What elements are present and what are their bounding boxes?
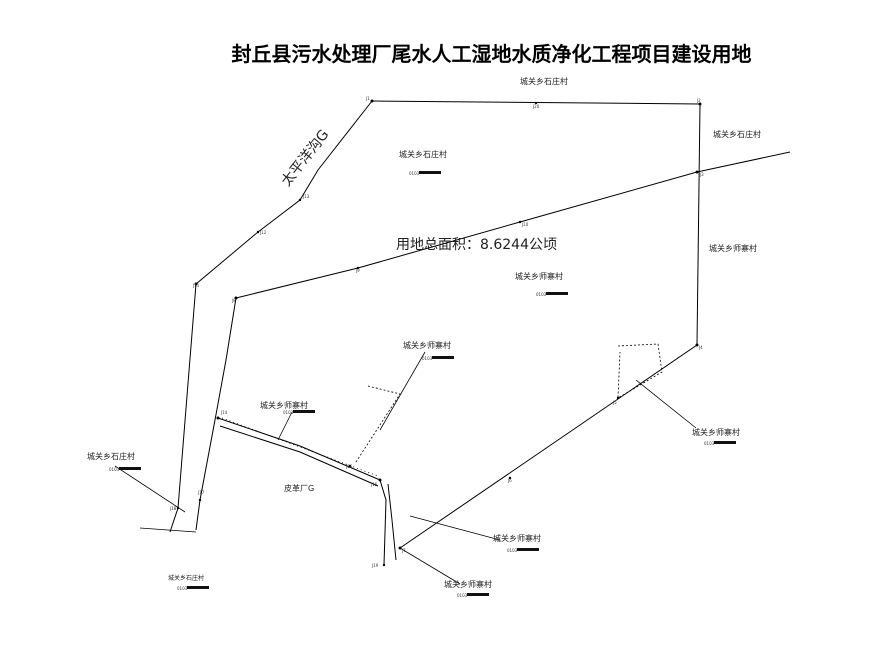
- parcel-code: 0103: [283, 410, 294, 415]
- point-marker: [695, 170, 699, 174]
- point-label: J13: [302, 194, 310, 199]
- point-marker: [698, 102, 702, 106]
- subparcel-center: [355, 385, 401, 463]
- point-marker: [256, 230, 260, 234]
- village-label-bottom-left: 城关乡石庄村: [168, 574, 204, 582]
- redaction-bar: [467, 593, 489, 596]
- point-marker: [216, 416, 220, 420]
- boundary-inner-west: [195, 297, 237, 531]
- point-label: J8: [231, 298, 236, 303]
- road-taipingyang: [169, 100, 373, 533]
- redaction-bar: [293, 410, 315, 413]
- leader-lines: [114, 351, 697, 585]
- parcel-code: 0103: [704, 441, 715, 446]
- boundary-factory-east-2: [387, 483, 397, 561]
- village-label-bottom: 城关乡师寨村: [444, 579, 492, 589]
- village-label-top: 城关乡石庄村: [520, 76, 568, 86]
- point-label: J1: [365, 96, 370, 101]
- village-label-inner-shizhuang: 城关乡石庄村: [399, 149, 447, 159]
- boundary-inner-north: [235, 151, 791, 299]
- point-label: J14: [220, 410, 228, 415]
- point-label: J2: [696, 98, 701, 103]
- village-label-left: 城关乡石庄村: [87, 451, 135, 461]
- point-label: J10: [521, 222, 529, 227]
- map-title: 封丘县污水处理厂尾水人工湿地水质净化工程项目建设用地: [231, 42, 752, 66]
- point-marker: [382, 563, 386, 567]
- point-label: J12: [259, 230, 267, 235]
- point-marker: [695, 343, 699, 347]
- point-label: J17: [197, 490, 205, 495]
- parcel-code: 0103: [507, 548, 518, 553]
- redaction-bar: [432, 356, 454, 359]
- redaction-bar: [714, 441, 736, 444]
- point-label: J7: [401, 548, 406, 553]
- point-marker: [234, 296, 238, 300]
- point-label: J19: [371, 563, 379, 568]
- parcel-code: 0103: [409, 171, 420, 176]
- redaction-bar: [419, 171, 441, 174]
- village-label-top-right: 城关乡石庄村: [713, 129, 761, 139]
- redaction-bar: [119, 467, 141, 470]
- parcel-code: 0103: [109, 467, 120, 472]
- point-label: J3: [699, 172, 704, 177]
- leader-center: [379, 351, 426, 431]
- point-marker: [356, 266, 360, 270]
- point-marker: [398, 546, 402, 550]
- point-marker: [194, 282, 198, 286]
- leader-left: [114, 465, 186, 513]
- village-label-left-mid: 城关乡师寨村: [260, 400, 308, 410]
- parcel-code: 0103: [177, 586, 188, 591]
- parcel-code: 0103: [536, 292, 547, 297]
- area-label: 用地总面积：8.6244公顷: [396, 237, 557, 253]
- point-label: J15: [370, 482, 378, 487]
- leader-left-mid: [277, 411, 293, 441]
- plant-label: 皮革厂G: [284, 483, 314, 493]
- leader-bottom: [399, 547, 461, 585]
- point-marker: [198, 498, 202, 502]
- point-label: J18: [169, 506, 177, 511]
- boundary-factory-north: [217, 417, 381, 481]
- point-marker: [616, 396, 620, 400]
- point-label: J11: [192, 283, 200, 288]
- boundary-factory-north-2: [219, 425, 379, 487]
- point-label: J6: [507, 478, 512, 483]
- leader-lower-right: [635, 379, 697, 429]
- redaction-bar: [517, 548, 539, 551]
- boundary-factory-east: [379, 479, 387, 566]
- point-label: J16: [345, 464, 353, 469]
- village-label-lower-right: 城关乡师寨村: [692, 427, 740, 437]
- point-marker: [298, 198, 302, 202]
- point-marker: [518, 220, 522, 224]
- factory-fence: [221, 417, 379, 477]
- village-label-mid: 城关乡师寨村: [403, 340, 451, 350]
- boundary-points: J1 J2 J3 J4 J5 J6 J7 J8 J9 J10 J11 J12 J…: [169, 96, 704, 568]
- parcel-code: 0103: [422, 356, 433, 361]
- boundary-outer: [371, 100, 701, 549]
- road-label: 太平洋沟G: [279, 127, 333, 190]
- redaction-bar: [546, 292, 568, 295]
- point-marker: [508, 476, 512, 480]
- point-marker: [370, 99, 374, 103]
- point-label: J5: [612, 400, 617, 405]
- village-label-right-mid: 城关乡师寨村: [709, 243, 757, 253]
- subparcel-outlines: [221, 343, 663, 477]
- point-marker: [534, 101, 538, 105]
- point-label: J4: [698, 345, 703, 350]
- subparcel-right: [617, 343, 663, 399]
- point-label: J20: [532, 104, 540, 109]
- leader-bottom-left: [139, 527, 197, 533]
- parcel-code: 0103: [457, 593, 468, 598]
- point-label: J9: [355, 268, 360, 273]
- village-label-bottom-center: 城关乡师寨村: [493, 533, 541, 543]
- redaction-bar: [187, 586, 209, 589]
- point-marker: [378, 478, 382, 482]
- leader-bottom-center: [409, 515, 501, 541]
- point-marker: [176, 506, 180, 510]
- point-marker: [348, 464, 352, 468]
- village-label-center: 城关乡师寨村: [515, 271, 563, 281]
- parcel-codes: 0103 0103 0103 0103 0103 0103 0103 0103 …: [109, 171, 736, 598]
